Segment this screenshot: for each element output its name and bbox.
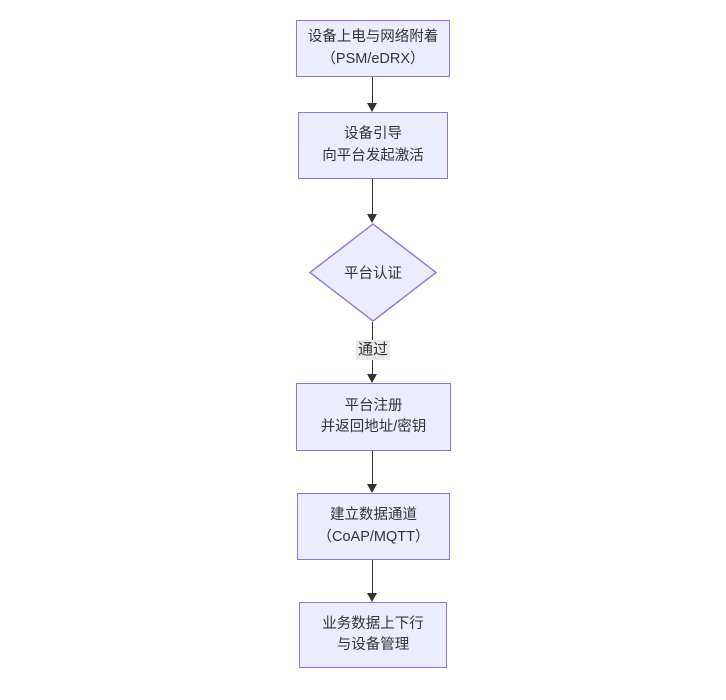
node-text-line: 向平台发起激活	[322, 147, 424, 164]
arrowhead-down-icon	[367, 484, 377, 493]
node-label: 业务数据上下行 与设备管理	[322, 614, 424, 656]
node-text-line: 平台注册	[344, 397, 403, 414]
node-text-line: 并返回地址/密钥	[320, 419, 427, 435]
node-text-line: 设备引导	[344, 126, 402, 143]
node-label: 设备上电与网络附着 （PSM/eDRX）	[308, 27, 439, 69]
flow-edge-bootstrap-auth	[372, 179, 373, 214]
node-label: 设备引导 向平台发起激活	[322, 124, 424, 166]
node-text-line: 业务数据上下行	[322, 615, 424, 632]
arrowhead-down-icon	[367, 374, 377, 383]
flow-node-register: 平台注册 并返回地址/密钥	[296, 383, 451, 451]
node-text-line: （PSM/eDRX）	[321, 50, 425, 67]
node-label: 平台注册 并返回地址/密钥	[321, 396, 427, 438]
flow-edge-attach-bootstrap	[372, 77, 373, 103]
flow-edge-register-channel	[372, 451, 373, 484]
edge-label-pass: 通过	[355, 340, 391, 360]
node-text-line: （CoAP/MQTT）	[317, 528, 430, 545]
flow-node-channel: 建立数据通道 （CoAP/MQTT）	[297, 493, 450, 560]
flow-edge-channel-business	[372, 560, 373, 593]
node-label: 平台认证	[309, 223, 437, 322]
arrowhead-down-icon	[367, 593, 377, 602]
node-text-line: 设备上电与网络附着	[307, 29, 439, 46]
node-text-line: 建立数据通道	[329, 507, 417, 524]
flow-node-business: 业务数据上下行 与设备管理	[299, 602, 447, 668]
diamond-shape	[309, 223, 437, 322]
flow-node-auth: 平台认证	[309, 223, 437, 322]
flow-node-attach: 设备上电与网络附着 （PSM/eDRX）	[296, 20, 450, 77]
arrowhead-down-icon	[367, 214, 377, 223]
node-text-line: 平台认证	[344, 266, 402, 282]
node-text-line: 与设备管理	[336, 637, 410, 653]
node-label: 建立数据通道 （CoAP/MQTT）	[318, 505, 430, 547]
flow-node-bootstrap: 设备引导 向平台发起激活	[298, 112, 448, 179]
arrowhead-down-icon	[367, 103, 377, 112]
